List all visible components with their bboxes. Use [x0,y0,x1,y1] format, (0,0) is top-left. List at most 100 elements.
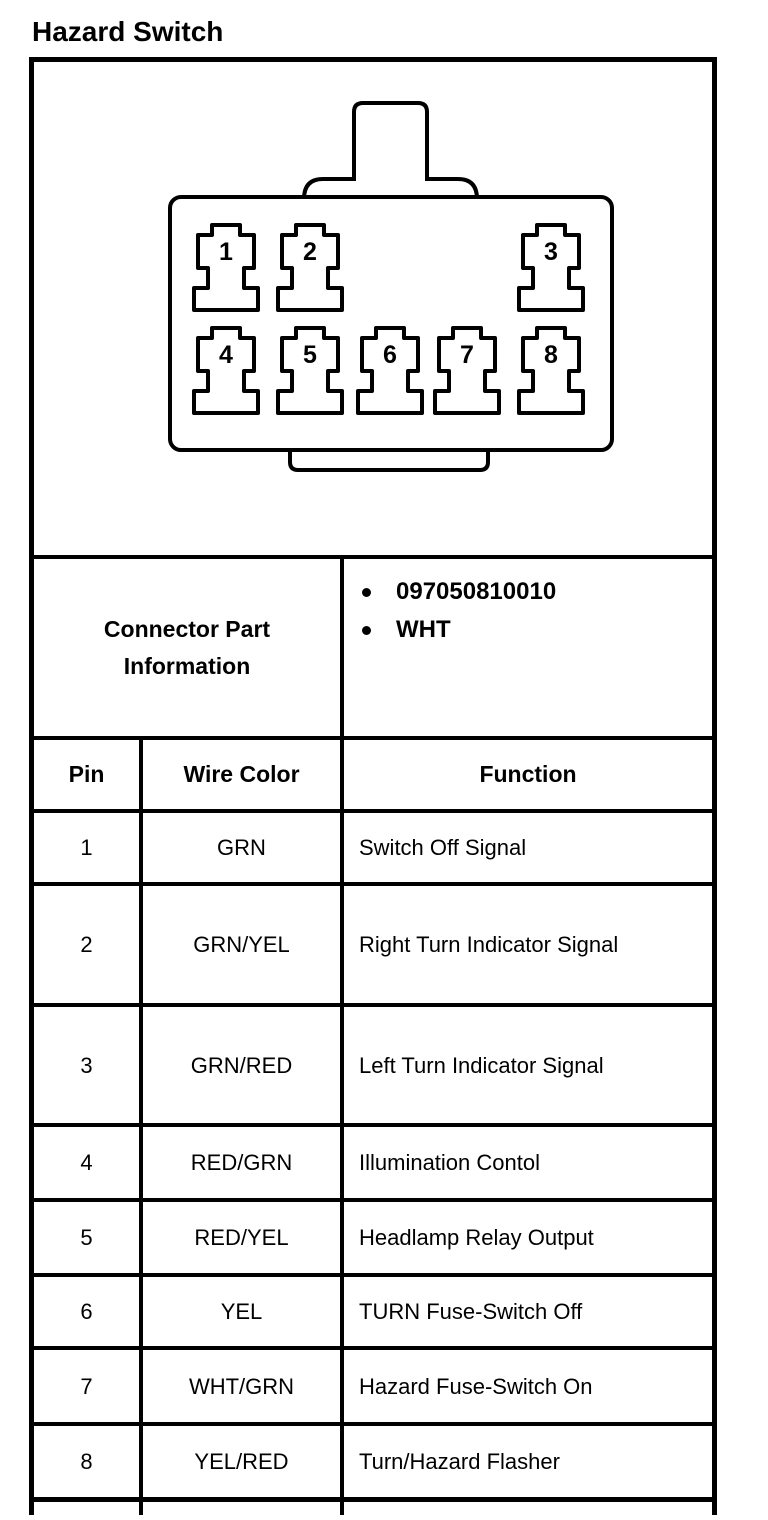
part-info-value: WHT [396,616,451,643]
pin-cell: 1 [34,813,139,882]
wire-color: GRN/RED [190,1052,293,1078]
table-row-pin-6: 6 YEL TURN Fuse-Switch Off [34,1273,712,1346]
wire-color: GRN/YEL [193,932,290,957]
pin-number: 2 [80,932,93,957]
pin-number-label: 3 [544,238,558,266]
pin-terminal-4: 4 [192,326,260,415]
header-cell-pin: Pin [34,740,139,809]
pin-terminal-3: 3 [517,223,585,312]
wire-color: WHT/GRN [188,1373,295,1399]
pin-terminal-outline [517,223,585,312]
table-row-pin-4: 4 RED/GRN Illumination Contol [34,1123,712,1198]
pin-number-label: 7 [460,341,474,369]
pin-terminal-1: 1 [192,223,260,312]
connector-diagram: 1 2 3 4 5 6 7 8 [168,101,614,472]
header-label: Wire Color [183,761,300,787]
wire-color-cell: YEL [139,1277,340,1346]
function-cell: Switch Off Signal [340,813,712,882]
page-title: Hazard Switch [32,16,224,47]
header-label: Pin [68,761,105,787]
pin-cell: 2 [34,886,139,1003]
pin-cell: 8 [34,1426,139,1497]
pin-terminal-5: 5 [276,326,344,415]
pin-terminal-outline [276,326,344,415]
wire-color-cell: GRN/YEL [139,886,340,1003]
pin-number-label: 5 [303,341,317,369]
connector-latch-tab [302,101,479,209]
bullet-icon [362,587,371,597]
part-info-bullet: 097050810010 [362,573,712,611]
pin-terminal-outline [276,223,344,312]
pin-terminal-8: 8 [517,326,585,415]
pin-number-label: 1 [219,238,233,266]
wire-color: YEL/RED [194,1449,289,1474]
pin-number: 4 [80,1150,93,1175]
pin-number: 6 [80,1299,93,1324]
wire-color: GRN [217,835,266,860]
pin-number-label: 6 [383,341,397,369]
connector-info-table: 1 2 3 4 5 6 7 8 Connector Part Information 0970… [29,57,717,1502]
pin-terminal-outline [356,326,424,415]
function-description: Headlamp Relay Output [359,1225,594,1250]
pin-terminal-outline [517,326,585,415]
pin-number-label: 4 [219,341,233,369]
border-stub [29,1502,34,1515]
table-header-row: Pin Wire Color Function [34,736,712,809]
pin-number: 3 [80,1052,93,1078]
function-cell: Headlamp Relay Output [340,1202,712,1273]
function-description: TURN Fuse-Switch Off [359,1299,583,1324]
pin-terminal-outline [433,326,501,415]
pin-cell: 7 [34,1350,139,1422]
wire-color: RED/GRN [190,1150,293,1175]
function-cell: Illumination Contol [340,1127,712,1198]
pin-number: 8 [80,1449,93,1474]
bullet-icon [362,625,371,635]
connector-drawing-cell: 1 2 3 4 5 6 7 8 [34,62,712,555]
table-row-pin-7: 7 WHT/GRN Hazard Fuse-Switch On [34,1346,712,1422]
function-description: Left Turn Indicator Signal [359,1052,604,1078]
pin-number: 1 [80,835,93,860]
header-cell-function: Function [340,740,712,809]
pin-terminal-outline [192,223,260,312]
wire-color-cell: GRN/RED [139,1007,340,1123]
function-cell: Hazard Fuse-Switch On [340,1350,712,1422]
border-stub [340,1502,344,1515]
part-info-label: Connector Part Information [103,615,271,679]
border-stub [139,1502,143,1515]
pin-number-label: 2 [303,238,317,266]
function-description: Switch Off Signal [359,835,527,860]
pin-cell: 3 [34,1007,139,1123]
part-info-value: 097050810010 [396,578,557,605]
function-description: Turn/Hazard Flasher [359,1449,560,1474]
table-row-pin-5: 5 RED/YEL Headlamp Relay Output [34,1198,712,1273]
border-stub [712,1502,717,1515]
function-description: Illumination Contol [359,1150,540,1175]
header-cell-wire-color: Wire Color [139,740,340,809]
wire-color-cell: GRN [139,813,340,882]
pin-cell: 4 [34,1127,139,1198]
function-cell: TURN Fuse-Switch Off [340,1277,712,1346]
function-description: Right Turn Indicator Signal [359,932,619,957]
function-cell: Turn/Hazard Flasher [340,1426,712,1497]
pin-number-label: 8 [544,341,558,369]
pin-cell: 6 [34,1277,139,1346]
pin-number: 7 [80,1373,93,1399]
wire-color: RED/YEL [194,1225,289,1250]
header-label: Function [479,761,577,787]
pin-terminal-7: 7 [433,326,501,415]
pin-terminals: 1 2 3 4 5 6 7 8 [192,223,585,415]
wire-color-cell: YEL/RED [139,1426,340,1497]
wire-color-cell: WHT/GRN [139,1350,340,1422]
table-row-pin-1: 1 GRN Switch Off Signal [34,809,712,882]
function-description: Hazard Fuse-Switch On [359,1373,593,1399]
pin-number: 5 [80,1225,93,1250]
pin-cell: 5 [34,1202,139,1273]
wire-color: YEL [220,1299,263,1324]
pin-terminal-outline [192,326,260,415]
pin-terminal-6: 6 [356,326,424,415]
wire-color-cell: RED/YEL [139,1202,340,1273]
